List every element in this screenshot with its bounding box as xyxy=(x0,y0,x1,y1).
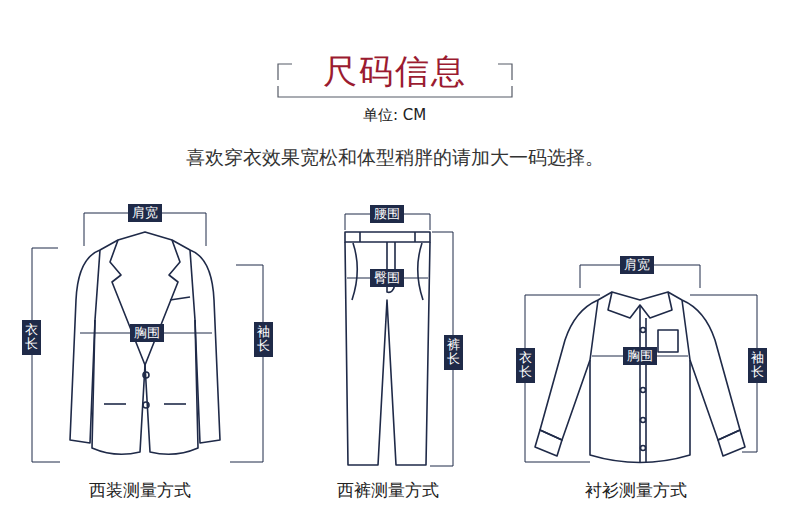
measure-name: 袖长 xyxy=(257,325,270,354)
measure-label: 腰围 xyxy=(370,205,404,223)
figure-caption: 西裤测量方式 xyxy=(337,479,439,502)
measure-name: 袖长 xyxy=(751,351,764,380)
measure-label: 袖长 xyxy=(254,322,273,357)
measure-name: 胸围 xyxy=(627,348,653,363)
measure-name: 衣长 xyxy=(25,323,38,352)
measure-label: 袖长 xyxy=(748,348,767,383)
size-note: 喜欢穿衣效果宽松和体型稍胖的请加大一码选择。 xyxy=(186,145,604,171)
title: 尺码信息 xyxy=(323,49,467,95)
shirt xyxy=(535,292,745,463)
measure-label: 衣长 xyxy=(516,348,535,383)
measure-name: 腰围 xyxy=(374,206,400,221)
measure-name: 肩宽 xyxy=(624,257,650,272)
measure-label: 裤长 xyxy=(444,335,463,370)
measure-name: 衣长 xyxy=(519,351,532,380)
measure-label: 肩宽 xyxy=(128,204,162,222)
measure-label: 衣长 xyxy=(22,320,41,355)
measure-label: 胸围 xyxy=(623,347,657,365)
measure-name: 肩宽 xyxy=(132,205,158,220)
measure-name: 臀围 xyxy=(374,270,400,285)
suit-jacket xyxy=(70,232,220,454)
measure-label: 臀围 xyxy=(370,269,404,287)
unit-note: 单位: CM xyxy=(363,106,426,125)
figure-caption: 衬衫测量方式 xyxy=(585,479,687,502)
measure-lines xyxy=(32,213,757,466)
measure-label: 肩宽 xyxy=(620,256,654,274)
measure-name: 胸围 xyxy=(134,325,160,340)
measure-label: 胸围 xyxy=(130,324,164,342)
figure-caption: 西装测量方式 xyxy=(89,479,191,502)
trousers xyxy=(345,232,430,465)
measure-name: 裤长 xyxy=(447,338,460,367)
